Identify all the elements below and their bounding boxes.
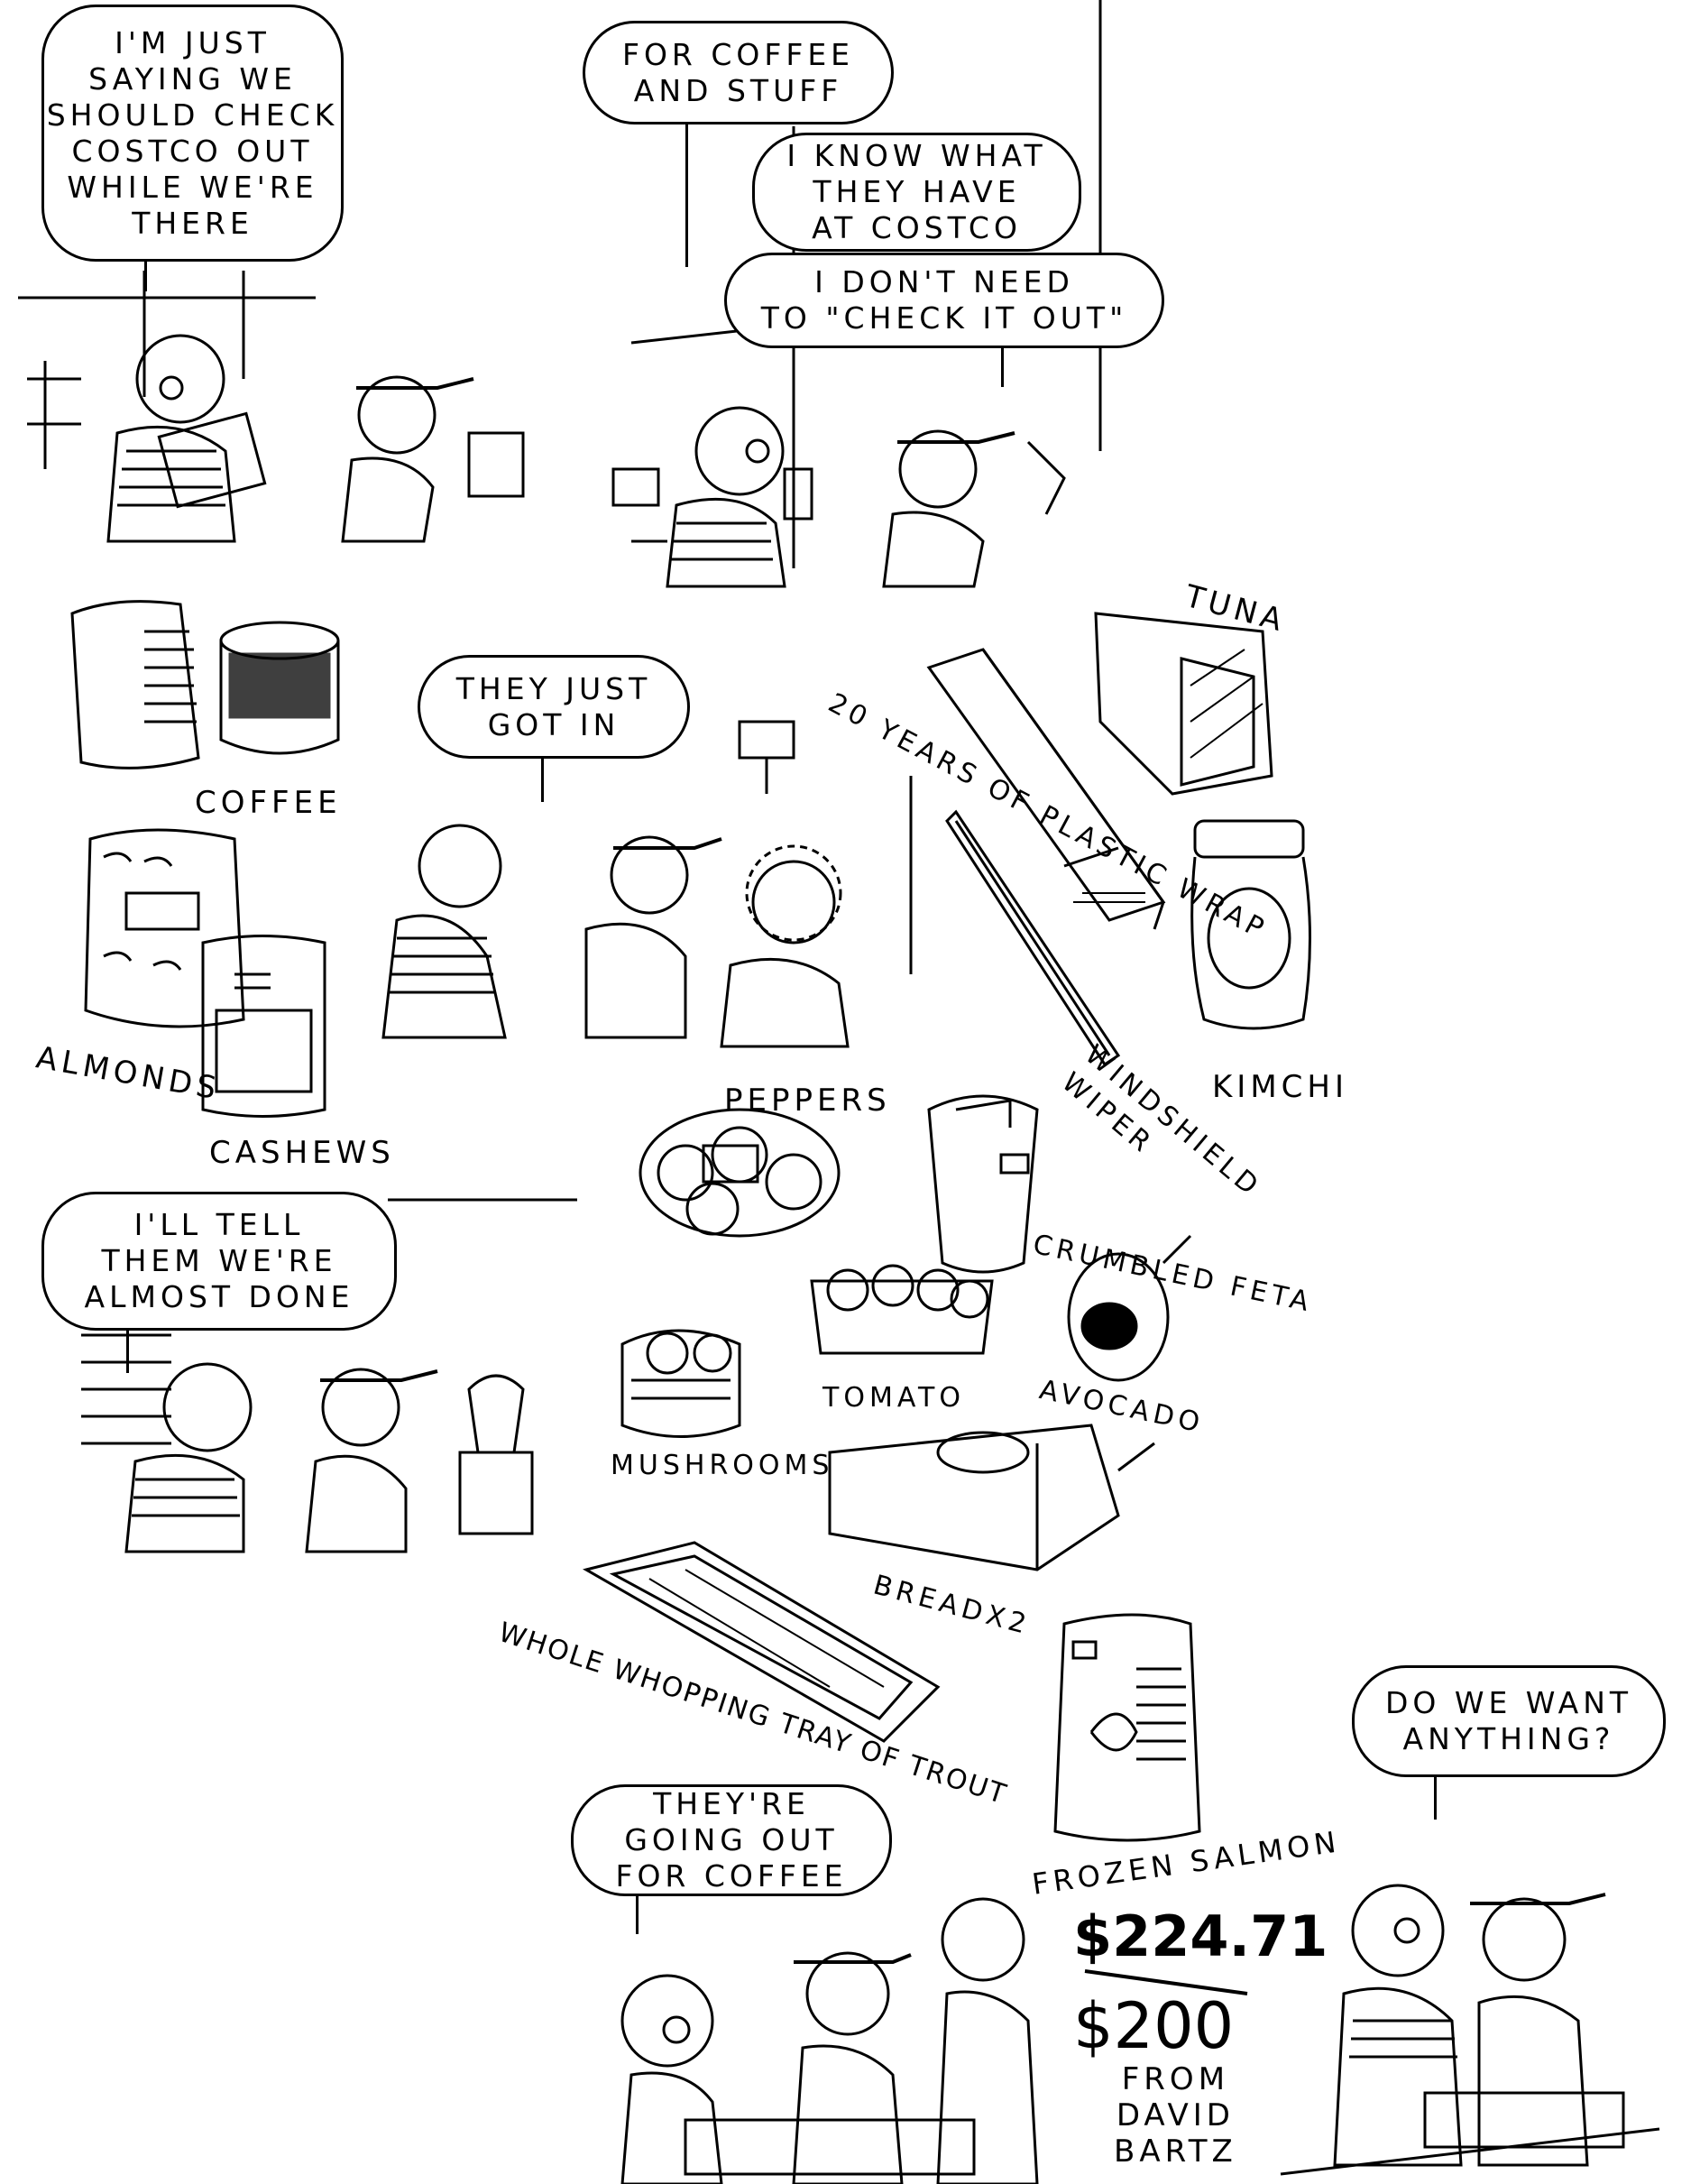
panel3-scene xyxy=(381,720,913,1048)
speech-tail xyxy=(636,1894,639,1934)
speech-tail xyxy=(685,123,688,267)
speech-line: FOR COFFEE xyxy=(621,36,855,72)
speech-line: I KNOW WHAT xyxy=(786,138,1047,173)
speech-bubble-panel3: THEY JUST GOT IN xyxy=(418,655,690,759)
panel6-scene xyxy=(1280,1884,1660,2176)
speech-bubble-panel1: I'M JUST SAYING WE SHOULD CHECK COSTCO O… xyxy=(41,5,344,262)
speech-tail xyxy=(1434,1774,1437,1820)
woman-head xyxy=(135,334,225,424)
mushrooms-box-drawing xyxy=(620,1329,741,1438)
label-tomato: TOMATO xyxy=(822,1382,965,1414)
cashews-bag-drawing xyxy=(201,935,326,1118)
speech-line: AND STUFF xyxy=(633,72,843,108)
speech-bubble-panel2-b: I KNOW WHAT THEY HAVE AT COSTCO xyxy=(752,133,1081,252)
speech-tail xyxy=(541,757,544,802)
paper xyxy=(157,411,267,509)
receipt-total: $224.71 xyxy=(1073,1903,1328,1969)
speech-bubble-panel4: I'LL TELL THEM WE'RE ALMOST DONE xyxy=(41,1192,397,1331)
coffee-bag-drawing xyxy=(70,600,200,769)
peppers-drawing xyxy=(639,1108,841,1238)
label-mushrooms: MUSHROOMS xyxy=(611,1450,834,1481)
speech-line: GOING OUT xyxy=(624,1822,839,1857)
speech-line: AT COSTCO xyxy=(812,210,1022,245)
speech-line: I DON'T NEED xyxy=(814,264,1074,299)
gift-note-line: DAVID xyxy=(1116,2097,1235,2133)
speech-line: WHILE WE'RE xyxy=(67,169,318,205)
speech-line: SAYING WE xyxy=(88,60,297,97)
speech-line: SHOULD CHECK xyxy=(46,97,339,133)
tuna-box-drawing xyxy=(1094,612,1273,796)
trout-tray-drawing xyxy=(583,1541,941,1743)
kimchi-jar-drawing xyxy=(1190,819,1311,1030)
price-divider-line xyxy=(1084,1969,1248,1995)
label-coffee: COFFEE xyxy=(195,785,342,821)
speech-line: ALMOST DONE xyxy=(84,1279,354,1314)
speech-tail xyxy=(126,1328,129,1373)
almonds-bag-drawing xyxy=(84,828,245,1028)
coffee-canister-drawing xyxy=(219,621,340,755)
speech-line: TO "CHECK IT OUT" xyxy=(760,300,1128,336)
speech-line: THEY HAVE xyxy=(813,174,1021,209)
speech-tail xyxy=(1001,346,1004,387)
speech-bubble-panel2-a: FOR COFFEE AND STUFF xyxy=(583,21,894,124)
speech-bubble-panel2-c: I DON'T NEED TO "CHECK IT OUT" xyxy=(724,253,1164,348)
man-head xyxy=(357,375,436,455)
speech-line: THEM WE'RE xyxy=(101,1243,337,1278)
label-kimchi: KIMCHI xyxy=(1212,1069,1348,1105)
man-body xyxy=(341,456,435,543)
gift-note-line: BARTZ xyxy=(1114,2133,1237,2170)
speech-bubble-panel6: DO WE WANT ANYTHING? xyxy=(1352,1665,1666,1777)
label-cashews: CASHEWS xyxy=(209,1135,395,1171)
tomato-box-drawing xyxy=(810,1264,994,1355)
speech-line: GOT IN xyxy=(487,706,620,742)
speech-line: THEY JUST xyxy=(455,670,652,706)
phone xyxy=(783,467,813,521)
speech-line: ANYTHING? xyxy=(1402,1721,1615,1756)
man-head xyxy=(898,429,978,509)
speech-line: THERE xyxy=(132,205,253,241)
avocado-bag-drawing xyxy=(1067,1234,1192,1382)
speech-line: DO WE WANT xyxy=(1384,1685,1633,1720)
panel4-scene xyxy=(81,1198,577,1553)
receipt-gift-amount: $200 xyxy=(1073,1989,1235,2063)
speech-line: FOR COFFEE xyxy=(615,1858,848,1894)
panel1-scene xyxy=(18,271,525,543)
windshield-wiper-drawing xyxy=(945,809,1121,1067)
speech-tail xyxy=(144,260,147,291)
frozen-salmon-bag-drawing xyxy=(1053,1613,1201,1842)
feta-tub-drawing xyxy=(927,1094,1039,1274)
woman-body xyxy=(106,425,236,543)
speech-line: I'LL TELL xyxy=(133,1207,305,1242)
receipt-gift-note: FROM DAVID BARTZ xyxy=(1114,2061,1237,2170)
speech-line: I'M JUST xyxy=(115,24,271,60)
plastic-wrap-drawing xyxy=(926,648,1166,930)
speech-line: COSTCO OUT xyxy=(71,133,314,169)
bread-bag-drawing xyxy=(828,1424,1155,1571)
label-peppers: PEPPERS xyxy=(724,1083,891,1119)
gift-note-line: FROM xyxy=(1121,2061,1230,2097)
woman-head xyxy=(694,406,785,496)
speech-line: THEY'RE xyxy=(653,1786,810,1821)
speech-bubble-panel5: THEY'RE GOING OUT FOR COFFEE xyxy=(571,1784,892,1896)
